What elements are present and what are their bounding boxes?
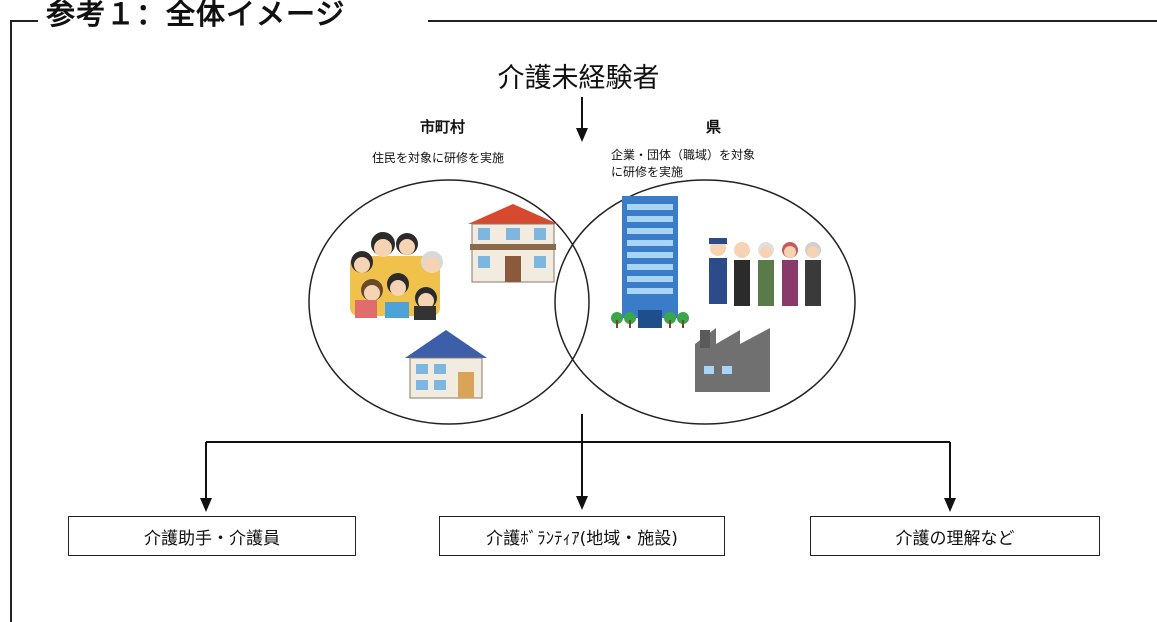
frame-top-border-left (10, 20, 38, 22)
right-arrow-head (944, 498, 956, 512)
outcome-box-care-volunteer: 介護ﾎﾞﾗﾝﾃｨｱ(地域・施設) (439, 516, 725, 556)
family-home-icon (405, 330, 487, 399)
office-building-icon (611, 196, 689, 328)
prefecture-description-line1: 企業・団体（職域）を対象 (611, 148, 756, 162)
target-audience-text: 介護未経験者 (497, 63, 660, 94)
outcome-box-care-understanding: 介護の理解など (810, 516, 1100, 556)
center-arrow-head (576, 496, 588, 510)
group-of-workers-icon (709, 238, 821, 306)
two-story-house-icon (468, 204, 558, 283)
section-heading: 参考１：全体イメージ (46, 0, 346, 34)
left-arrow-head (200, 498, 212, 512)
top-arrow-head (576, 128, 588, 142)
municipality-title: 市町村 (420, 118, 466, 136)
prefecture-circle (554, 179, 856, 425)
prefecture-title: 県 (706, 118, 722, 136)
outcome-label: 介護ﾎﾞﾗﾝﾃｨｱ(地域・施設) (486, 528, 678, 549)
outcome-box-care-assistant: 介護助手・介護員 (68, 516, 356, 556)
target-audience-label: 介護未経験者 (0, 56, 1157, 95)
prefecture-description-line2: に研修を実施 (611, 165, 684, 179)
frame-top-border-right (428, 20, 1157, 22)
outcome-label: 介護の理解など (895, 528, 1015, 549)
municipality-description: 住民を対象に研修を実施 (372, 151, 505, 165)
municipality-circle (308, 179, 590, 425)
outcome-label: 介護助手・介護員 (144, 528, 280, 549)
factory-icon (695, 328, 770, 392)
frame-left-border (10, 20, 12, 622)
crowd-of-residents-icon (350, 232, 443, 320)
